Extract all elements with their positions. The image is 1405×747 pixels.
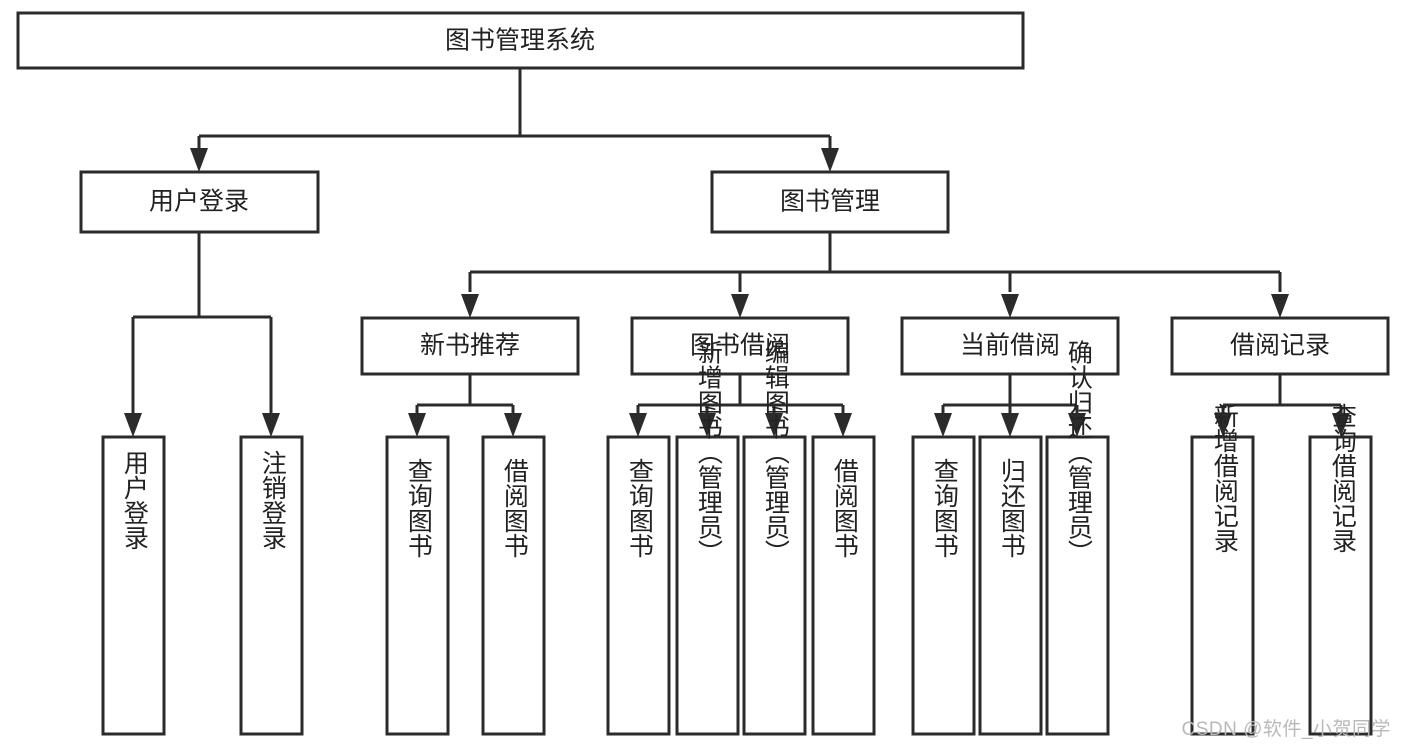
node-leaf-confirm-return-box[interactable] — [1045, 435, 1110, 736]
node-book-borrow[interactable]: 图书借阅 — [630, 316, 850, 376]
arrow-head-to-leaf-logout-login — [262, 413, 280, 437]
node-current-borrow-box[interactable] — [900, 316, 1120, 376]
node-user-login-label: 用户登录 — [149, 188, 249, 216]
node-leaf-query-book-2-box[interactable] — [606, 435, 671, 736]
node-book-manage-label: 图书管理 — [780, 188, 880, 216]
node-leaf-add-record-box[interactable] — [1190, 435, 1255, 736]
node-root[interactable]: 图书管理系统 — [16, 11, 1025, 70]
node-leaf-logout-login-label: 注销登录 — [258, 450, 287, 550]
node-leaf-edit-book[interactable]: 编辑图书（管理员） — [742, 340, 807, 736]
node-borrow-record-box[interactable] — [1170, 316, 1390, 376]
arrow-head-to-user-login — [190, 148, 208, 172]
node-leaf-borrow-book-1[interactable]: 借阅图书 — [481, 435, 546, 736]
arrow-head-to-leaf-confirm-return — [1068, 413, 1086, 437]
node-leaf-borrow-book-1-box[interactable] — [481, 435, 546, 736]
node-borrow-record-label: 借阅记录 — [1230, 332, 1330, 360]
arrow-head-to-leaf-add-book — [698, 413, 716, 437]
node-leaf-user-login-box[interactable] — [101, 435, 166, 736]
connector-borrow-record-to-leaves — [1221, 374, 1343, 420]
node-leaf-add-record-label: 新增借阅记录 — [1210, 403, 1239, 553]
node-leaf-borrow-book-2-label: 借阅图书 — [830, 458, 859, 558]
node-leaf-query-book-2-label: 查询图书 — [625, 458, 654, 558]
connector-layer — [124, 68, 1350, 437]
node-book-borrow-box[interactable] — [630, 316, 850, 376]
node-leaf-logout-login-box[interactable] — [239, 435, 304, 736]
arrow-head-to-book-manage — [821, 148, 839, 172]
node-leaf-query-book-1-label: 查询图书 — [404, 458, 433, 558]
node-leaf-query-record-box[interactable] — [1308, 435, 1373, 736]
connector-book-borrow-to-leaves — [636, 374, 845, 420]
node-leaf-query-book-1-box[interactable] — [385, 435, 450, 736]
node-leaf-borrow-book-1-label: 借阅图书 — [500, 458, 529, 558]
arrow-head-to-leaf-query-book-2 — [629, 413, 647, 437]
node-user-login[interactable]: 用户登录 — [79, 170, 320, 234]
node-leaf-edit-book-label: 编辑图书（管理员） — [761, 340, 790, 565]
node-new-book-recommend-label: 新书推荐 — [420, 332, 520, 360]
node-book-manage[interactable]: 图书管理 — [710, 170, 950, 234]
connector-book-manage-to-level3 — [468, 232, 1282, 292]
node-leaf-edit-book-box[interactable] — [742, 435, 807, 736]
node-user-login-box[interactable] — [79, 170, 320, 234]
connector-new-book-recommend-to-leaves — [415, 374, 515, 420]
node-leaf-return-book[interactable]: 归还图书 — [978, 435, 1043, 736]
connector-user-login-to-leaves — [131, 232, 273, 422]
arrow-head-to-leaf-edit-book — [765, 413, 783, 437]
arrow-head-to-new-book-recommend — [461, 294, 479, 318]
node-root-box[interactable] — [16, 11, 1025, 70]
node-leaf-add-book-label: 新增图书（管理员） — [694, 340, 723, 565]
arrow-head-to-leaf-query-record — [1332, 413, 1350, 437]
arrow-head-to-leaf-return-book — [1001, 413, 1019, 437]
arrow-head-to-leaf-add-record — [1214, 413, 1232, 437]
node-root-label: 图书管理系统 — [445, 27, 595, 55]
node-leaf-add-book-box[interactable] — [675, 435, 740, 736]
node-leaf-query-book-1[interactable]: 查询图书 — [385, 435, 450, 736]
arrow-head-to-leaf-query-book-1 — [408, 413, 426, 437]
node-leaf-add-book[interactable]: 新增图书（管理员） — [675, 340, 740, 736]
arrow-head-to-book-borrow — [731, 294, 749, 318]
node-leaf-query-book-3-label: 查询图书 — [930, 458, 959, 558]
arrow-head-to-leaf-user-login — [124, 413, 142, 437]
node-borrow-record[interactable]: 借阅记录 — [1170, 316, 1390, 376]
node-leaf-return-book-box[interactable] — [978, 435, 1043, 736]
node-leaf-query-record-label: 查询借阅记录 — [1328, 403, 1357, 553]
node-new-book-recommend[interactable]: 新书推荐 — [360, 316, 580, 376]
node-current-borrow-label: 当前借阅 — [960, 332, 1060, 360]
node-book-borrow-label: 图书借阅 — [690, 332, 790, 360]
arrow-head-to-leaf-borrow-book-1 — [504, 413, 522, 437]
node-leaf-query-book-3[interactable]: 查询图书 — [911, 435, 976, 736]
node-leaf-user-login-label: 用户登录 — [120, 450, 149, 550]
connector-current-borrow-to-leaves — [941, 374, 1079, 420]
node-leaf-borrow-book-2-box[interactable] — [811, 435, 876, 736]
node-leaf-borrow-book-2[interactable]: 借阅图书 — [811, 435, 876, 736]
arrow-head-to-leaf-query-book-3 — [934, 413, 952, 437]
connector-root-to-level2 — [197, 68, 832, 156]
node-leaf-add-record[interactable]: 新增借阅记录 — [1190, 403, 1255, 736]
node-leaf-query-record[interactable]: 查询借阅记录 — [1308, 403, 1373, 736]
node-leaf-confirm-return-label: 确认归还（管理员） — [1064, 340, 1093, 565]
node-leaf-user-login[interactable]: 用户登录 — [101, 435, 166, 736]
arrow-head-to-borrow-record — [1271, 294, 1289, 318]
node-leaf-query-book-3-box[interactable] — [911, 435, 976, 736]
node-leaf-confirm-return[interactable]: 确认归还（管理员） — [1045, 340, 1110, 736]
node-leaf-return-book-label: 归还图书 — [997, 458, 1026, 558]
node-book-manage-box[interactable] — [710, 170, 950, 234]
arrow-head-to-leaf-borrow-book-2 — [834, 413, 852, 437]
node-current-borrow[interactable]: 当前借阅 — [900, 316, 1120, 376]
arrow-head-to-current-borrow — [1001, 294, 1019, 318]
node-leaf-query-book-2[interactable]: 查询图书 — [606, 435, 671, 736]
node-new-book-recommend-box[interactable] — [360, 316, 580, 376]
node-leaf-logout-login[interactable]: 注销登录 — [239, 435, 304, 736]
